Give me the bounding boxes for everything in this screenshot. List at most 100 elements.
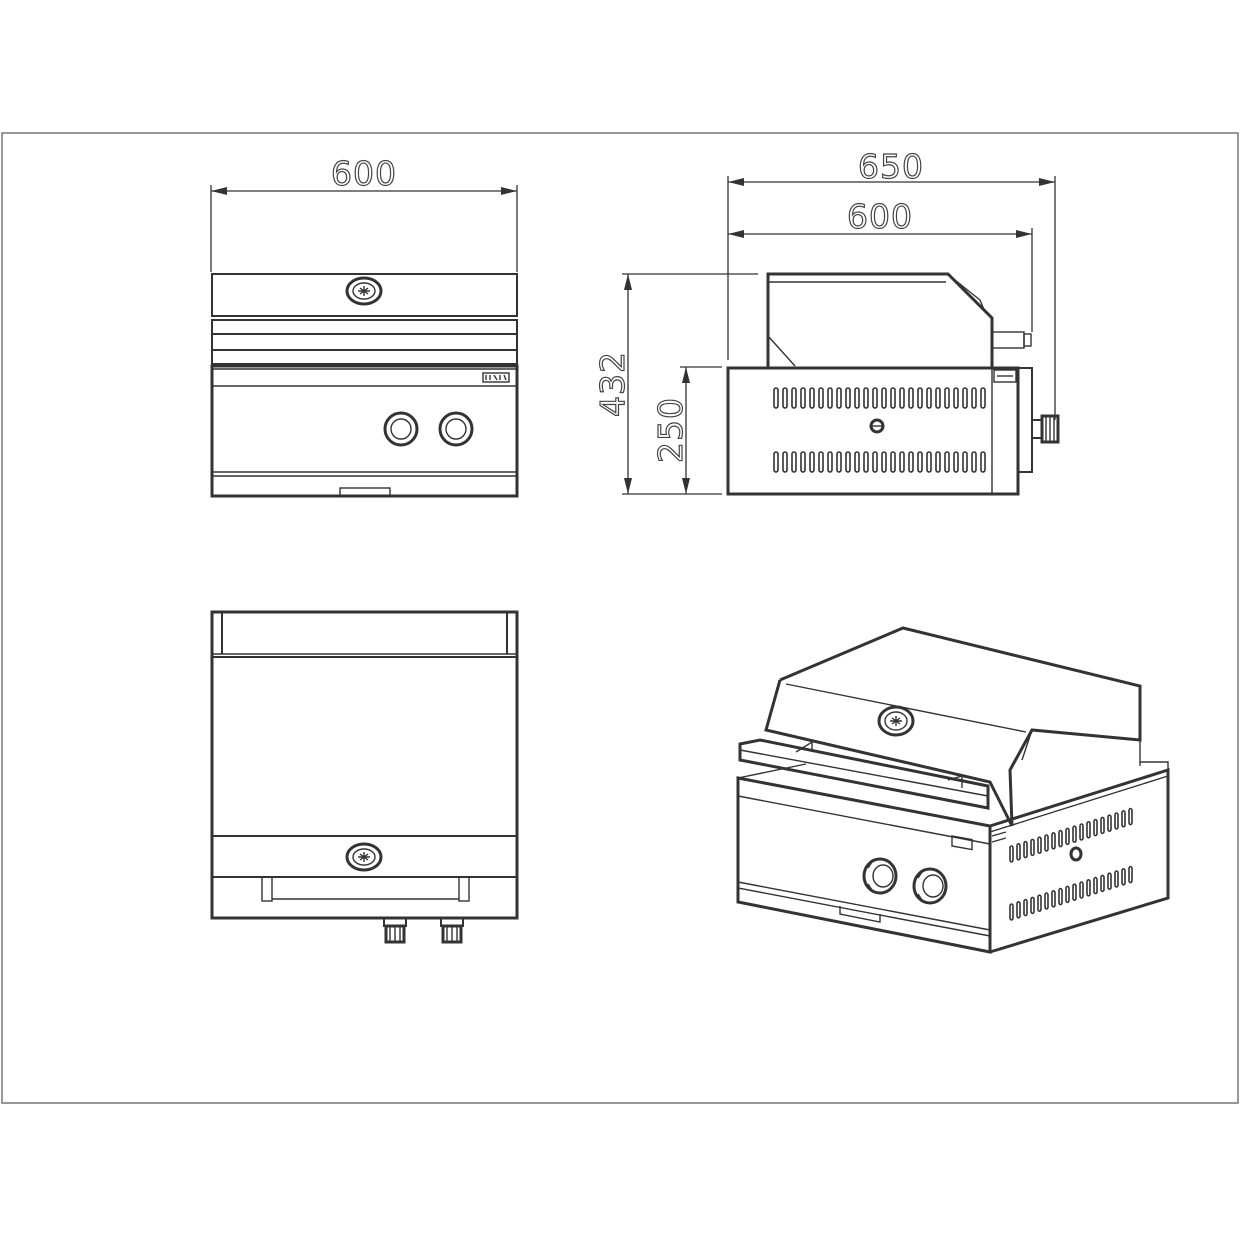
vent-slot	[944, 451, 950, 473]
top-view	[210, 610, 519, 944]
vent-slot	[1086, 820, 1091, 839]
vent-slot	[1114, 812, 1119, 830]
vent-slot	[908, 451, 914, 473]
vent-slot	[899, 451, 905, 473]
vent-slot	[1023, 840, 1028, 859]
vent-slot	[1107, 814, 1112, 833]
control-knob-icon	[438, 411, 474, 447]
vent-slot	[1044, 892, 1049, 910]
vent-slot	[917, 451, 923, 473]
vent-slot	[1023, 898, 1028, 917]
vent-slot	[1100, 816, 1105, 835]
isometric-view	[736, 626, 1170, 954]
gas-connector-icon	[1031, 414, 1060, 444]
vent-slot	[890, 387, 896, 409]
vent-slot	[1037, 836, 1042, 855]
vent-slot	[827, 387, 833, 409]
brand-emblem-icon	[345, 842, 383, 872]
vent-slot	[971, 387, 977, 409]
vent-slot	[1016, 900, 1021, 919]
vent-slot	[845, 451, 851, 473]
vent-slot	[1065, 827, 1070, 846]
body-height-dimension: 250	[650, 366, 722, 494]
vent-slot	[791, 387, 797, 409]
ventilation-slot-icon	[773, 451, 986, 473]
vent-slot	[818, 387, 824, 409]
vent-slot	[1065, 885, 1070, 904]
vent-slot	[872, 451, 878, 473]
brand-emblem-icon	[345, 276, 383, 306]
control-knob-icon	[862, 857, 898, 895]
control-knob-icon	[912, 867, 948, 905]
vent-slot	[1086, 878, 1091, 897]
vent-slot	[1093, 818, 1098, 837]
vent-slot	[836, 387, 842, 409]
vent-slot	[1072, 825, 1077, 844]
vent-slot	[1093, 876, 1098, 895]
vent-slot	[953, 387, 959, 409]
front-width-dimension: 600	[210, 153, 518, 272]
front-view: 600	[210, 153, 519, 498]
vent-slot	[836, 451, 842, 473]
side-overall-depth-dimension: 650	[727, 146, 1056, 420]
vent-slot	[1016, 842, 1021, 861]
vent-slot	[962, 387, 968, 409]
model-badge	[482, 372, 510, 383]
gas-connector-icon	[383, 917, 407, 944]
vent-slot	[854, 451, 860, 473]
vent-slot	[1121, 867, 1126, 886]
side-body-depth-dimension: 600	[728, 196, 1033, 332]
vent-slot	[809, 387, 815, 409]
vent-slot	[818, 451, 824, 473]
vent-slot	[782, 387, 788, 409]
ventilation-slot-icon	[773, 387, 986, 409]
vent-slot	[863, 387, 869, 409]
vent-slot	[1072, 883, 1077, 902]
gas-connector-icon	[440, 917, 464, 944]
vent-slot	[881, 451, 887, 473]
vent-slot	[935, 451, 941, 473]
vent-slot	[890, 451, 896, 473]
vent-slot	[1128, 807, 1133, 826]
vent-slot	[1121, 809, 1126, 828]
vent-slot	[980, 387, 986, 409]
vent-slot	[962, 451, 968, 473]
vent-slot	[1037, 894, 1042, 913]
vent-slot	[1009, 845, 1014, 863]
vent-slot	[926, 451, 932, 473]
vent-slot	[1051, 831, 1056, 850]
vent-slot	[1058, 829, 1063, 848]
overall-height-label: 432	[593, 351, 632, 417]
vent-slot	[809, 451, 815, 473]
ventilation-slot-icon	[1009, 807, 1133, 863]
vent-slot	[899, 387, 905, 409]
vent-slot	[1030, 838, 1035, 857]
vent-slot	[908, 387, 914, 409]
vent-slot	[827, 451, 833, 473]
vent-slot	[1114, 870, 1119, 888]
vent-slot	[926, 387, 932, 409]
vent-slot	[1079, 881, 1084, 899]
side-overall-depth-label: 650	[858, 147, 924, 186]
vent-slot	[881, 387, 887, 409]
control-knob-icon	[383, 411, 419, 447]
body-height-label: 250	[651, 397, 690, 463]
vent-slot	[1044, 834, 1049, 852]
vent-slot	[935, 387, 941, 409]
vent-slot	[854, 387, 860, 409]
vent-slot	[1100, 874, 1105, 893]
vent-slot	[1107, 872, 1112, 891]
ventilation-slot-icon	[1009, 865, 1133, 921]
side-view: 650 600 432 250	[592, 146, 1060, 496]
vent-slot	[944, 387, 950, 409]
vent-slot	[1128, 865, 1133, 884]
drawing-frame	[1, 132, 1239, 1104]
vent-slot	[782, 451, 788, 473]
vent-slot	[791, 451, 797, 473]
vent-slot	[953, 451, 959, 473]
side-body-depth-label: 600	[847, 197, 913, 236]
vent-slot	[980, 451, 986, 473]
vent-slot	[863, 451, 869, 473]
vent-slot	[1058, 887, 1063, 906]
